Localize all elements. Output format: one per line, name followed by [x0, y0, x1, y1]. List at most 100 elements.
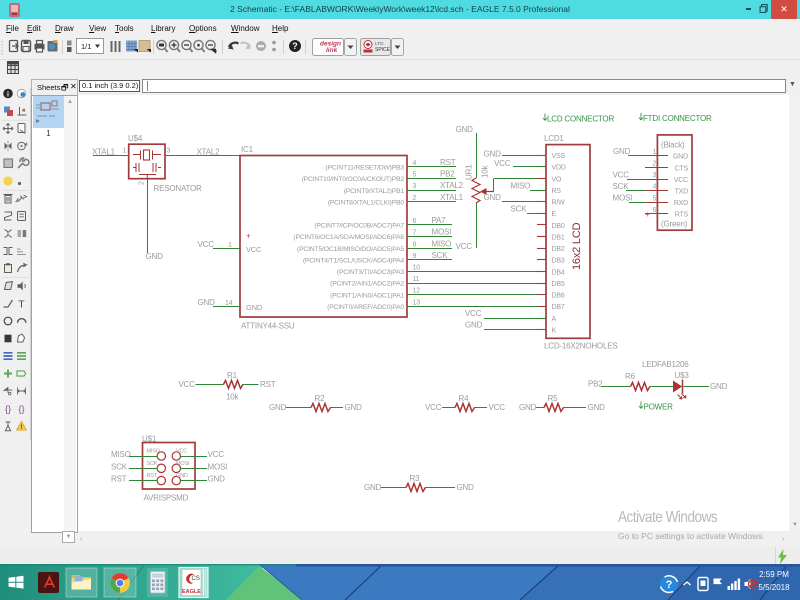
svg-text:DB4: DB4: [552, 269, 565, 276]
svg-text:TXD: TXD: [675, 189, 689, 196]
svg-text:VO: VO: [552, 176, 562, 183]
svg-text:1: 1: [653, 149, 657, 156]
svg-text:MOSI: MOSI: [208, 462, 228, 471]
svg-text:LEDFAB1206: LEDFAB1206: [642, 360, 689, 369]
svg-text:VDD: VDD: [552, 165, 566, 172]
svg-text:VCC: VCC: [246, 245, 262, 254]
svg-text:(PCINT10/INT0/OC0A/CKOUT)PB2: (PCINT10/INT0/OC0A/CKOUT)PB2: [302, 176, 405, 183]
svg-text:RS: RS: [552, 188, 562, 195]
svg-text:DB7: DB7: [552, 304, 565, 311]
svg-text:IC1: IC1: [241, 145, 254, 154]
svg-text:3: 3: [167, 148, 171, 155]
svg-text:MISO: MISO: [432, 239, 452, 248]
svg-text:GND: GND: [710, 382, 728, 391]
svg-text:MISO: MISO: [511, 182, 531, 191]
svg-text:LTO: LTO: [375, 41, 384, 46]
svg-text:13: 13: [413, 299, 421, 306]
svg-text:MOSI: MOSI: [176, 461, 190, 467]
svg-text:GND: GND: [246, 303, 263, 312]
svg-text:5: 5: [413, 172, 417, 179]
svg-text:DB5: DB5: [552, 281, 565, 288]
svg-text:PB2: PB2: [588, 380, 603, 389]
svg-text:2: 2: [653, 161, 657, 168]
svg-text:4: 4: [413, 160, 417, 167]
svg-text:(PCINT8/XTAL1/CLKI)PB0: (PCINT8/XTAL1/CLKI)PB0: [328, 199, 405, 206]
svg-text:?: ?: [666, 579, 673, 591]
svg-text:MISO: MISO: [111, 450, 131, 459]
svg-text:R1: R1: [227, 371, 238, 380]
svg-text:12: 12: [413, 288, 421, 295]
svg-text:(PCINT1/AIN0/ADC1)PA1: (PCINT1/AIN0/ADC1)PA1: [330, 292, 404, 299]
svg-text:10: 10: [413, 265, 421, 272]
svg-text:DB1: DB1: [552, 234, 565, 241]
svg-text:VCC: VCC: [179, 380, 196, 389]
svg-text:SCK: SCK: [511, 205, 528, 214]
svg-text:R5: R5: [548, 394, 559, 403]
svg-text:VCC: VCC: [613, 171, 630, 180]
svg-text:RST: RST: [111, 475, 127, 484]
svg-text:R2: R2: [315, 394, 326, 403]
svg-text:?: ?: [292, 41, 298, 51]
svg-text:RST: RST: [440, 158, 456, 167]
svg-text:R6: R6: [625, 372, 636, 381]
svg-text:!: !: [20, 424, 22, 431]
svg-text:2: 2: [413, 195, 417, 202]
svg-text:DB6: DB6: [552, 293, 565, 300]
svg-text:RST: RST: [260, 380, 276, 389]
svg-text:GND: GND: [484, 193, 502, 202]
svg-text:+: +: [246, 232, 251, 241]
svg-text:EAGLE: EAGLE: [182, 589, 201, 595]
svg-text:11: 11: [413, 276, 420, 283]
svg-text:RST: RST: [147, 473, 158, 479]
svg-text:PB2: PB2: [440, 170, 455, 179]
svg-text:VCC: VCC: [456, 242, 473, 251]
svg-text:GND: GND: [519, 403, 537, 412]
svg-text:(PCINT11/RESET/DW)PB3: (PCINT11/RESET/DW)PB3: [326, 165, 405, 172]
svg-text:PA7: PA7: [432, 216, 447, 225]
svg-text:LCD CONNECTOR: LCD CONNECTOR: [547, 115, 614, 124]
svg-text:POWER: POWER: [644, 403, 674, 412]
svg-text:AVRISPSMD: AVRISPSMD: [144, 494, 189, 503]
svg-text:+: +: [645, 210, 650, 219]
svg-text:8: 8: [413, 241, 417, 248]
svg-text:SCK: SCK: [111, 462, 128, 471]
svg-text:(Black): (Black): [661, 141, 685, 150]
svg-text:U$4: U$4: [128, 134, 143, 143]
svg-text:XTAL1: XTAL1: [440, 193, 464, 202]
svg-text:MOSI: MOSI: [613, 194, 633, 203]
svg-text:SCK: SCK: [147, 461, 158, 467]
svg-text:GND: GND: [465, 321, 483, 330]
svg-text:10k: 10k: [226, 392, 239, 401]
svg-text:9: 9: [413, 253, 417, 260]
svg-text:(PCINT5/OC1B/MISO/DO/ADC5)PA5: (PCINT5/OC1B/MISO/DO/ADC5)PA5: [297, 246, 404, 253]
svg-text:GND: GND: [457, 483, 475, 492]
svg-text:K: K: [552, 327, 557, 334]
svg-text:RTS: RTS: [675, 212, 689, 219]
svg-text:VCC: VCC: [176, 449, 187, 455]
svg-text:GND: GND: [198, 298, 216, 307]
svg-text:(PCINT6/OC1A/SDA/MOSI/ADC6)PA6: (PCINT6/OC1A/SDA/MOSI/ADC6)PA6: [293, 234, 404, 241]
svg-text:GND: GND: [176, 473, 188, 479]
svg-text:R3: R3: [410, 474, 421, 483]
svg-text:XTAL2: XTAL2: [197, 148, 221, 157]
svg-text:VCC: VCC: [489, 403, 506, 412]
svg-text:MOSI: MOSI: [432, 228, 452, 237]
svg-text:U$3: U$3: [675, 371, 690, 380]
svg-text:SPICE: SPICE: [375, 47, 391, 53]
svg-text:1: 1: [228, 242, 232, 249]
svg-text:(PCINT9/XTAL2)PB1: (PCINT9/XTAL2)PB1: [344, 188, 405, 195]
svg-text:UR1: UR1: [465, 164, 474, 180]
svg-text:SCK: SCK: [432, 251, 449, 260]
svg-text:MISO: MISO: [147, 449, 161, 455]
svg-text:{}: {}: [18, 404, 24, 415]
svg-text:SCK: SCK: [613, 182, 630, 191]
svg-text:GND: GND: [364, 483, 382, 492]
svg-text:(Green): (Green): [661, 220, 688, 229]
svg-text:VSS: VSS: [552, 153, 566, 160]
svg-text:LCD-16X2NOHOLES: LCD-16X2NOHOLES: [544, 342, 617, 351]
svg-text:FTDI CONNECTOR: FTDI CONNECTOR: [643, 114, 712, 123]
svg-text:GND: GND: [456, 125, 474, 134]
svg-text:3: 3: [413, 183, 417, 190]
svg-text:ATTINY44-SSU: ATTINY44-SSU: [241, 322, 295, 331]
svg-text:GND: GND: [208, 475, 226, 484]
